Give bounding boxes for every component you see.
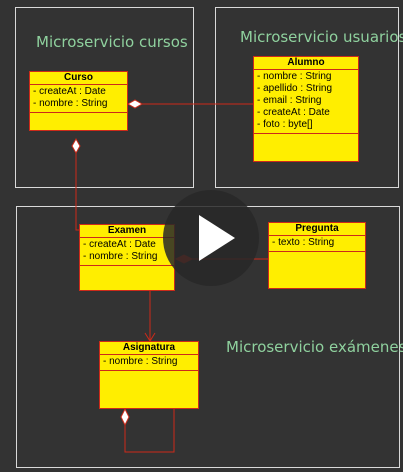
- attribute: - foto : byte[]: [257, 119, 313, 130]
- diamond-curso-alumno: [126, 99, 144, 109]
- class-curso[interactable]: Curso - createAt : Date - nombre : Strin…: [29, 71, 128, 131]
- diamond-asignatura-self: [120, 407, 130, 427]
- class-attributes: - createAt : Date - nombre : String: [30, 85, 127, 113]
- class-name: Curso: [30, 72, 127, 85]
- attribute: - createAt : Date: [83, 239, 156, 250]
- attribute: - apellido : String: [257, 83, 333, 94]
- attribute: - nombre : String: [103, 356, 178, 367]
- play-button[interactable]: [163, 190, 259, 286]
- region-title-examenes: Microservicio exámenes: [226, 338, 403, 356]
- class-attributes: - createAt : Date - nombre : String: [80, 238, 174, 266]
- class-asignatura[interactable]: Asignatura - nombre : String: [99, 341, 199, 409]
- attribute: - nombre : String: [83, 251, 158, 262]
- attribute: - createAt : Date: [257, 107, 330, 118]
- class-name: Asignatura: [100, 342, 198, 355]
- class-name: Alumno: [254, 57, 358, 70]
- attribute: - createAt : Date: [33, 86, 106, 97]
- region-title-cursos: Microservicio cursos: [36, 33, 188, 51]
- class-alumno[interactable]: Alumno - nombre : String - apellido : St…: [253, 56, 359, 162]
- attribute: - nombre : String: [257, 71, 332, 82]
- attribute: - email : String: [257, 95, 322, 106]
- diamond-curso-examen: [71, 137, 81, 155]
- class-attributes: - texto : String: [269, 236, 365, 252]
- class-attributes: - nombre : String: [100, 355, 198, 371]
- connector-curso-examen: [75, 153, 79, 231]
- attribute: - nombre : String: [33, 98, 108, 109]
- region-title-usuarios: Microservicio usuarios: [240, 28, 403, 46]
- region-cursos: [15, 7, 194, 188]
- class-attributes: - nombre : String - apellido : String - …: [254, 70, 358, 134]
- connector-asignatura-self: [124, 409, 175, 453]
- region-usuarios: [215, 7, 399, 188]
- play-icon: [199, 215, 235, 261]
- class-pregunta[interactable]: Pregunta - texto : String: [268, 222, 366, 289]
- attribute: - texto : String: [272, 237, 335, 248]
- class-name: Pregunta: [269, 223, 365, 236]
- class-name: Examen: [80, 225, 174, 238]
- class-examen[interactable]: Examen - createAt : Date - nombre : Stri…: [79, 224, 175, 291]
